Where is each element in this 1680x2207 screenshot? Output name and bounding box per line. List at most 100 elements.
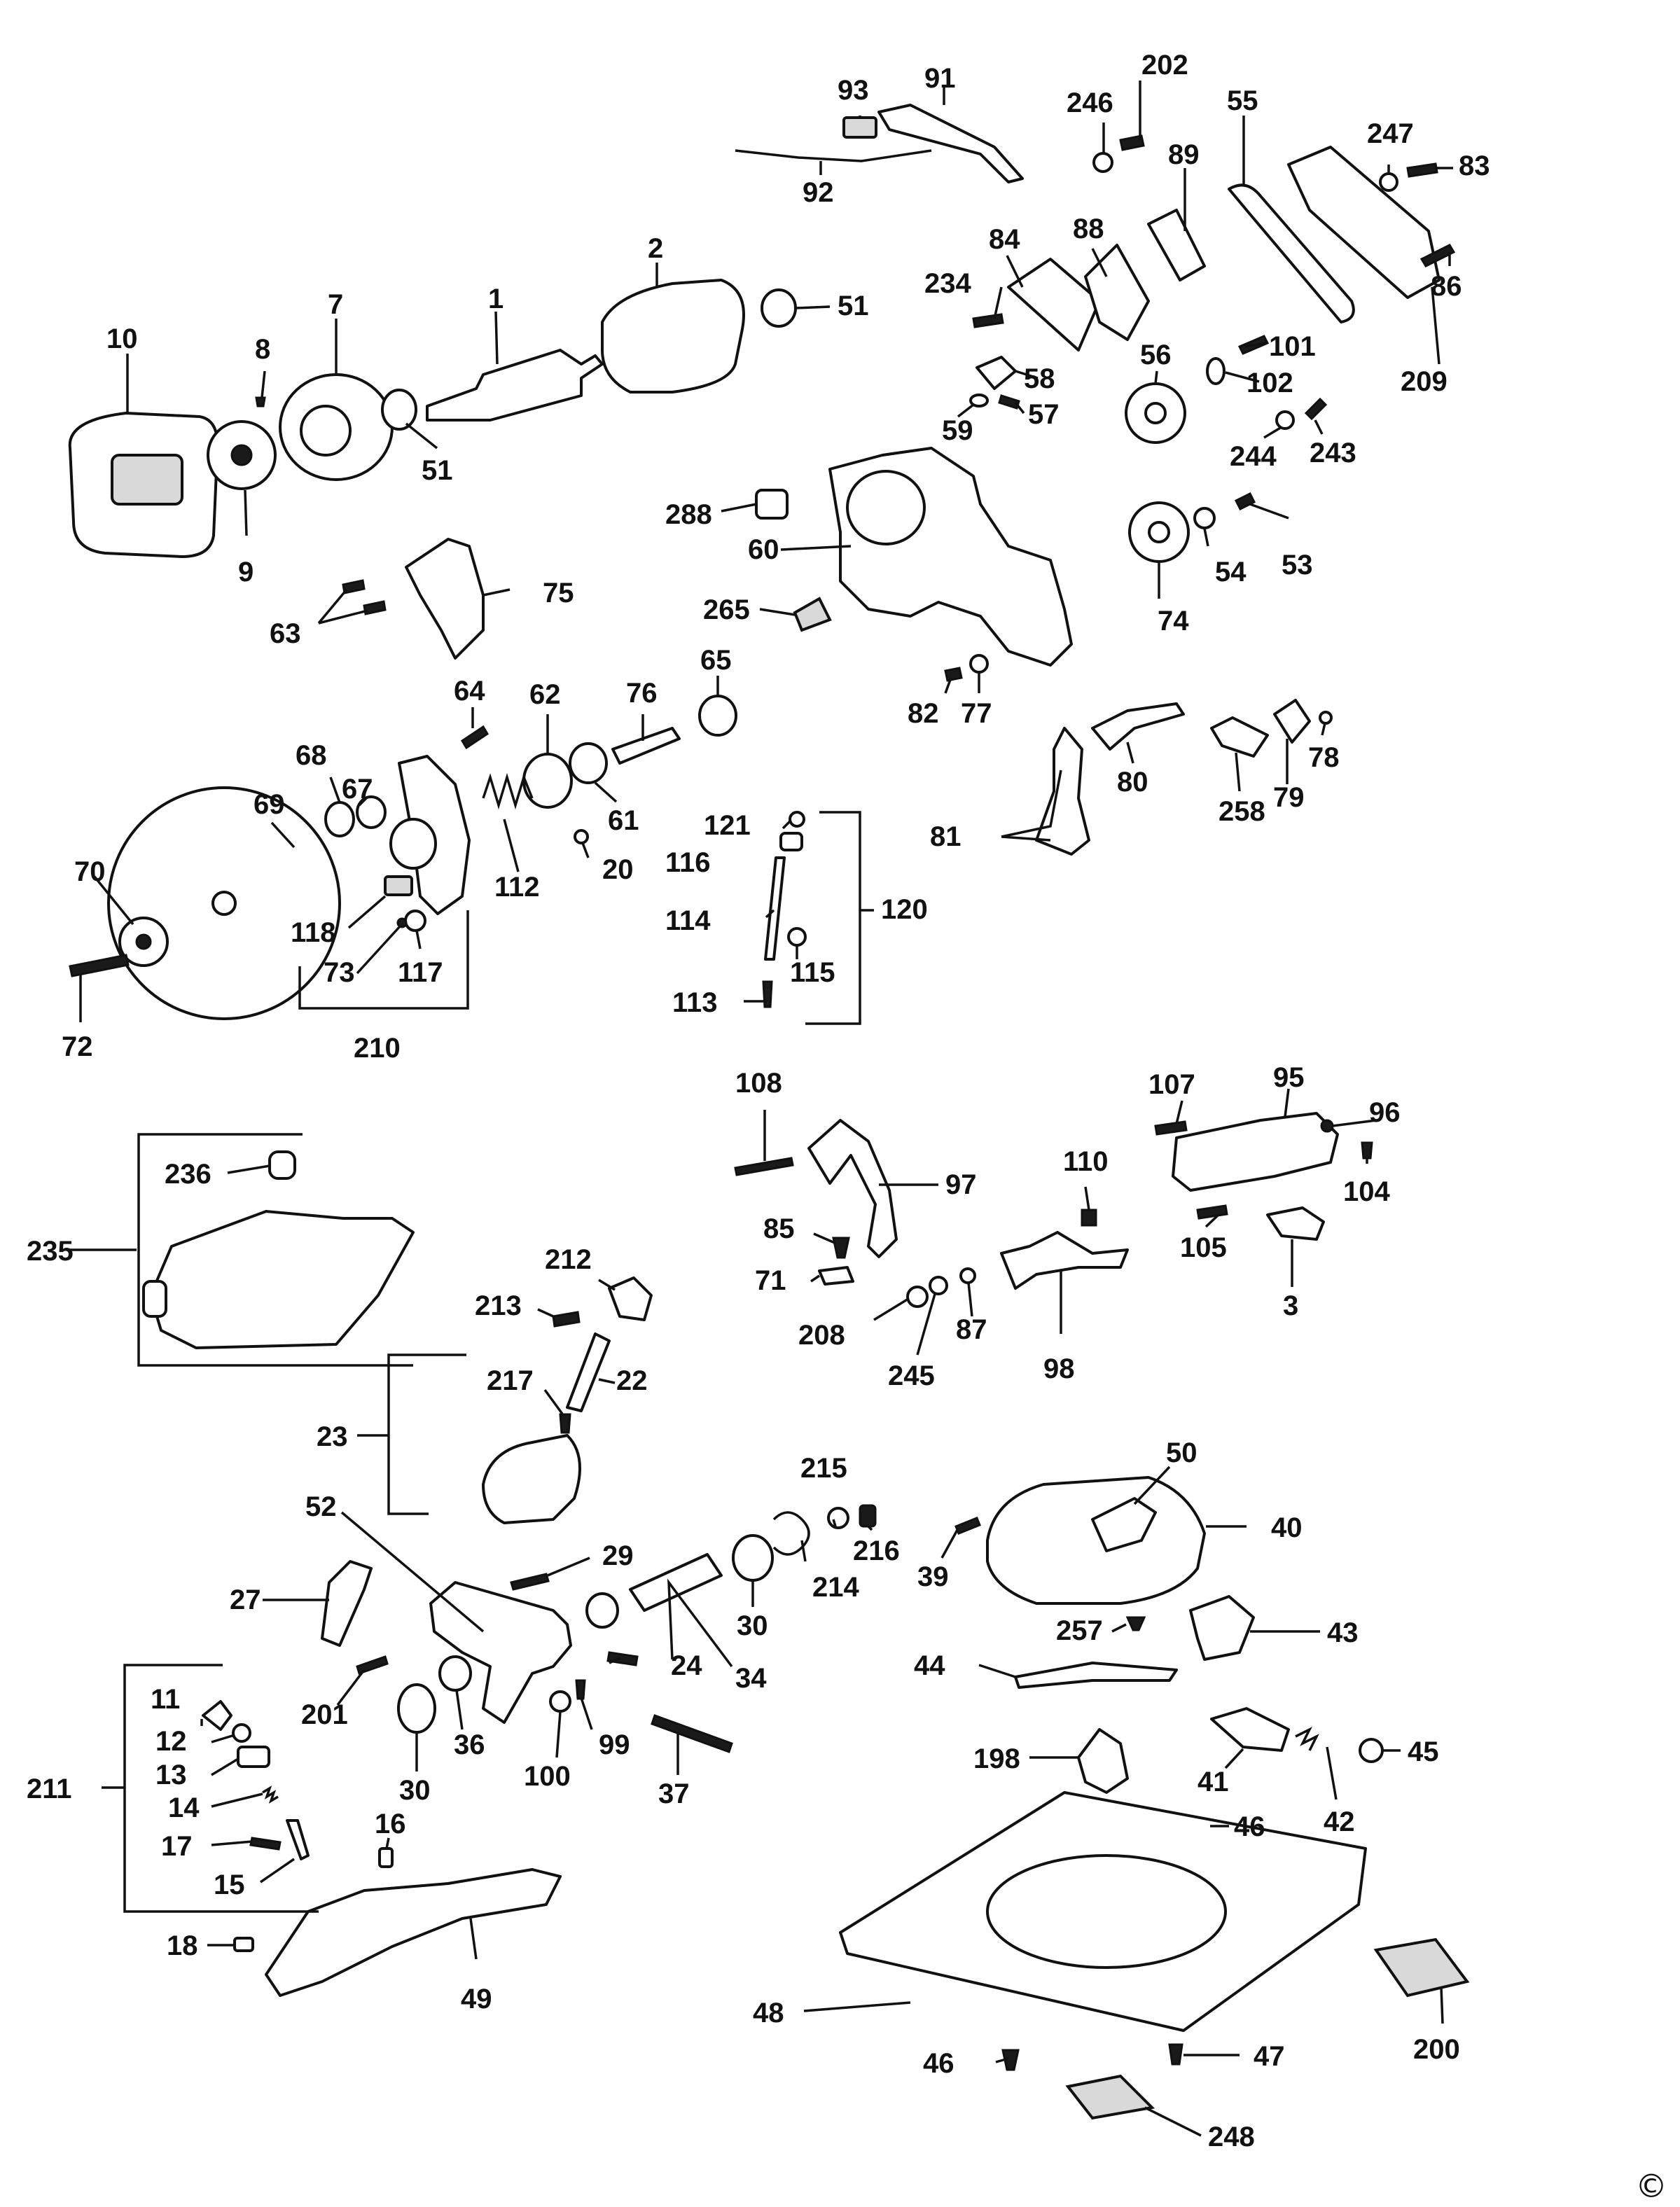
label-265: 265 [703, 594, 750, 625]
part-labels: 10 8 7 1 2 51 51 9 93 91 92 246 202 55 8… [27, 50, 1667, 2205]
pin-78-part [1319, 711, 1333, 725]
label-202: 202 [1141, 50, 1188, 81]
label-246: 246 [1067, 88, 1113, 118]
label-208: 208 [798, 1320, 845, 1351]
knob-212-part [608, 1276, 653, 1321]
screw-22-part [566, 1332, 611, 1412]
clip-17-part [249, 1837, 282, 1851]
bracket-211 [102, 1664, 319, 1913]
guard-75-part [405, 538, 485, 660]
label-120: 120 [881, 894, 928, 925]
collar-116-part [779, 832, 803, 851]
label-51a: 51 [838, 291, 869, 321]
label-39: 39 [917, 1561, 949, 1592]
bush-288-part [755, 489, 789, 520]
spindle-76-part [611, 727, 681, 765]
bracket-235 [137, 1133, 413, 1367]
label-97: 97 [945, 1169, 977, 1200]
label-48: 48 [753, 1998, 784, 2028]
belt-cover-part [1287, 146, 1441, 299]
handle-95-part [1172, 1112, 1339, 1192]
label-116: 116 [665, 847, 711, 878]
label-89: 89 [1168, 139, 1200, 170]
label-216: 216 [853, 1536, 900, 1566]
label-105: 105 [1180, 1232, 1227, 1263]
label-213: 213 [475, 1290, 522, 1321]
label-198: 198 [973, 1743, 1020, 1774]
fan-hub [230, 444, 253, 466]
flange-70-hub [135, 933, 152, 950]
label-113: 113 [672, 987, 718, 1018]
label-211: 211 [27, 1774, 72, 1804]
label-92: 92 [803, 177, 834, 208]
label-41: 41 [1197, 1767, 1229, 1797]
label-43: 43 [1327, 1617, 1359, 1648]
label-72: 72 [62, 1031, 93, 1062]
washer-215-part [827, 1507, 849, 1529]
circlip-121-part [789, 811, 805, 828]
clip-102-part [1206, 357, 1226, 385]
label-52: 52 [305, 1491, 337, 1522]
label-85: 85 [763, 1213, 795, 1244]
ball-45-part [1359, 1738, 1384, 1763]
label-100: 100 [524, 1761, 571, 1792]
knob-11-part [202, 1700, 232, 1731]
label-78: 78 [1308, 742, 1340, 773]
screw-96-part [1320, 1119, 1334, 1133]
label-17: 17 [161, 1831, 193, 1862]
label-64: 64 [454, 676, 485, 706]
clamp-258-part [1210, 716, 1269, 758]
label-214: 214 [812, 1572, 859, 1603]
screw-47-part [1168, 2043, 1183, 2066]
turntable-40-part [986, 1476, 1206, 1605]
label-76: 76 [626, 678, 658, 709]
label-8: 8 [255, 334, 270, 365]
label-79: 79 [1273, 782, 1305, 813]
label-234: 234 [924, 268, 971, 299]
terminal-block-part [1007, 258, 1101, 351]
label-73: 73 [324, 957, 355, 988]
dust-box-spout [142, 1280, 167, 1318]
label-96: 96 [1369, 1097, 1401, 1128]
washer-247-part [1379, 172, 1398, 192]
label-108: 108 [735, 1068, 782, 1099]
assembly-brackets [102, 811, 874, 1913]
label-121: 121 [704, 810, 751, 841]
clamp-41-part [1210, 1707, 1290, 1752]
screw-213-part [552, 1311, 581, 1328]
screw-107-part [1154, 1120, 1188, 1136]
pin-29-part [510, 1573, 550, 1591]
washer-246-part [1092, 152, 1113, 173]
label-258: 258 [1219, 796, 1265, 827]
label-3: 3 [1283, 1290, 1298, 1321]
bearing-51a-part [381, 389, 417, 431]
label-23: 23 [317, 1421, 348, 1452]
label-46a: 46 [1234, 1811, 1265, 1842]
screw-53-part [1234, 492, 1256, 511]
label-14: 14 [168, 1792, 200, 1823]
label-40: 40 [1271, 1512, 1303, 1543]
label-101: 101 [1269, 331, 1316, 362]
label-115: 115 [790, 957, 835, 988]
label-201: 201 [301, 1699, 348, 1730]
label-54: 54 [1215, 557, 1247, 587]
switch-3-part [1266, 1206, 1325, 1241]
label-215: 215 [800, 1453, 847, 1484]
screw-46b-part [1001, 2049, 1020, 2071]
screw-108-part [734, 1157, 794, 1176]
pin-57-part [998, 394, 1020, 410]
label-104: 104 [1343, 1176, 1390, 1207]
screw-113-part [762, 980, 773, 1008]
nut-117-part [404, 910, 426, 932]
knob-50-part [1091, 1497, 1157, 1552]
label-30a: 30 [737, 1610, 768, 1641]
plate-43-part [1189, 1595, 1255, 1661]
lever-27-part [321, 1560, 373, 1647]
label-68: 68 [296, 740, 327, 771]
copyright-symbol: © [1635, 2167, 1667, 2205]
label-75: 75 [543, 578, 574, 608]
washer-87-part [959, 1267, 976, 1284]
label-15: 15 [214, 1870, 245, 1900]
screw-82-part [944, 667, 963, 682]
